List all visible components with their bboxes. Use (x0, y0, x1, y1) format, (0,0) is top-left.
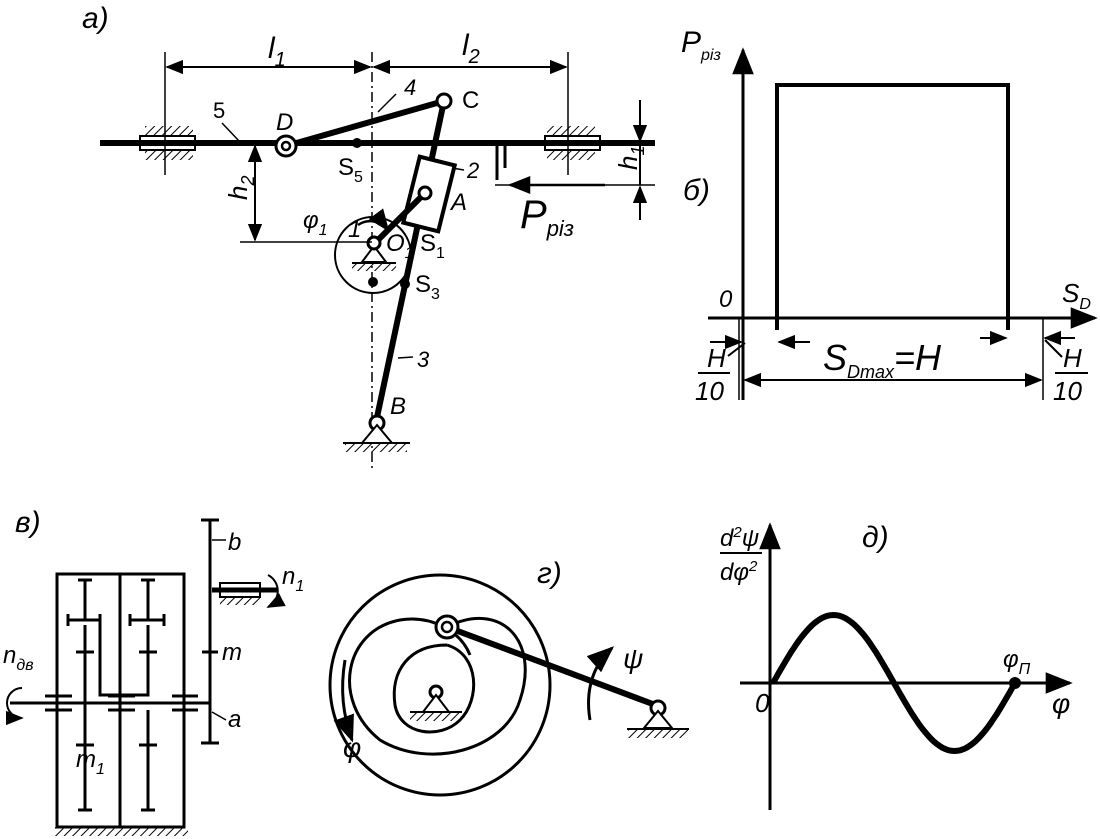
acceleration-sine-curve (770, 611, 1018, 755)
joint-o1 (366, 235, 382, 251)
cam-pivot-hatch (410, 713, 462, 721)
panel-d-tag: д) (862, 521, 889, 554)
l2-label: l2 (462, 29, 480, 68)
panel-a-tag: а) (82, 2, 109, 35)
cam-pivot-support (420, 693, 452, 713)
crank-mass-point (368, 277, 378, 287)
panel-b-tag: б) (683, 174, 710, 207)
panel-d-origin: 0 (755, 688, 770, 718)
label-d: D (276, 109, 293, 136)
cam-groove-inner (392, 643, 476, 734)
stroke-label: SDmax=H (823, 337, 942, 382)
crank-link-1 (372, 190, 428, 246)
leader-gear-a (211, 711, 227, 721)
panel-g-cam-mechanism: г) ψ φ (328, 557, 689, 797)
s5-point (352, 138, 362, 148)
panel-a-mechanism: а) l1 l2 (82, 2, 655, 470)
link-4 (285, 98, 445, 149)
h10-right-leader (1044, 339, 1063, 358)
joint-d-inner (280, 140, 292, 152)
leader-link-4 (377, 93, 397, 113)
label-gear-b: b (228, 529, 241, 556)
n1-rotation-arrow (266, 574, 286, 608)
left-guide (139, 135, 196, 151)
crank-ground-hatch (352, 264, 396, 271)
label-c: C (462, 87, 479, 114)
output-bearing-hatch (220, 597, 260, 605)
h1-label: h1 (613, 146, 648, 170)
right-guide (544, 135, 601, 151)
sliding-gears (66, 578, 166, 812)
label-gear-a: a (228, 706, 241, 733)
panel-v-tag: в) (15, 506, 41, 539)
leader-link-2 (451, 167, 465, 171)
panel-d-acceleration-law: д) d2ψ dφ2 0 φ φП (720, 521, 1073, 810)
label-gear-m: m (222, 639, 242, 666)
panel-d-y-den: dφ2 (720, 558, 758, 586)
label-link-3: 3 (417, 347, 430, 372)
label-cam-phi: φ (343, 732, 361, 763)
support-b-hatch (345, 444, 407, 452)
cam-phi-arrow (333, 659, 354, 743)
panel-b-origin: 0 (719, 286, 733, 313)
label-psi: ψ (623, 643, 643, 674)
follower-hatch (628, 730, 688, 738)
leader-link-3 (397, 356, 414, 359)
phi1-arrow (357, 208, 390, 232)
force-profile-curve (775, 83, 1010, 330)
follower-roller-inner (440, 620, 454, 634)
label-b: B (390, 393, 406, 420)
label-s5: S5 (338, 154, 363, 186)
cutting-force-label: Pріз (520, 193, 574, 241)
label-phi1: φ1 (303, 207, 328, 239)
label-phi-p: φП (1003, 646, 1031, 678)
label-s3: S3 (415, 271, 440, 303)
leader-link-5 (221, 122, 241, 143)
panel-b-x-label: SD (1062, 278, 1091, 313)
panel-d-y-num: d2ψ (720, 524, 759, 552)
h10-right-num: H (1063, 343, 1082, 373)
h10-left-den: 10 (695, 376, 724, 406)
phi-p-point (1009, 677, 1021, 689)
joint-c (435, 92, 453, 110)
cam-groove-outer (348, 616, 527, 756)
label-link-2: 2 (466, 158, 479, 183)
panel-d-x-label: φ (1052, 688, 1070, 719)
h10-left-num: H (707, 343, 726, 373)
label-link-4: 4 (404, 75, 416, 100)
cam-outer-circle (328, 573, 552, 797)
panel-g-tag: г) (537, 557, 562, 590)
label-s1: S1 (420, 230, 445, 262)
joint-a (417, 185, 433, 201)
left-guide-hatch-bottom (145, 151, 193, 160)
follower-arm (445, 624, 660, 709)
label-a: A (449, 189, 467, 216)
panel-b-force-diagram: б) Pріз SD 0 SDmax=H H 10 H 10 (681, 26, 1098, 406)
left-guide-hatch-top (145, 126, 193, 135)
support-b (359, 423, 395, 444)
psi-arrow (586, 646, 615, 721)
label-link-5: 5 (213, 98, 225, 123)
follower-support (641, 709, 675, 729)
h2-label: h2 (223, 176, 258, 200)
h10-left-leader (727, 342, 746, 357)
label-n1: n1 (282, 563, 304, 595)
label-ndv: nдв (3, 642, 34, 674)
label-o1: O1 (386, 230, 414, 262)
h10-right-den: 10 (1053, 376, 1082, 406)
right-guide-hatch-bottom (547, 151, 595, 160)
housing-ground-hatch (55, 827, 188, 836)
l1-label: l1 (268, 32, 286, 71)
label-m1: m1 (76, 746, 105, 778)
s3-point (400, 279, 410, 289)
panel-v-gearbox: в) (3, 506, 304, 836)
panel-b-y-label: Pріз (681, 26, 721, 64)
right-guide-hatch-top (547, 126, 595, 135)
ndv-rotation-arrow (5, 687, 24, 726)
label-link-1: 1 (348, 216, 361, 243)
